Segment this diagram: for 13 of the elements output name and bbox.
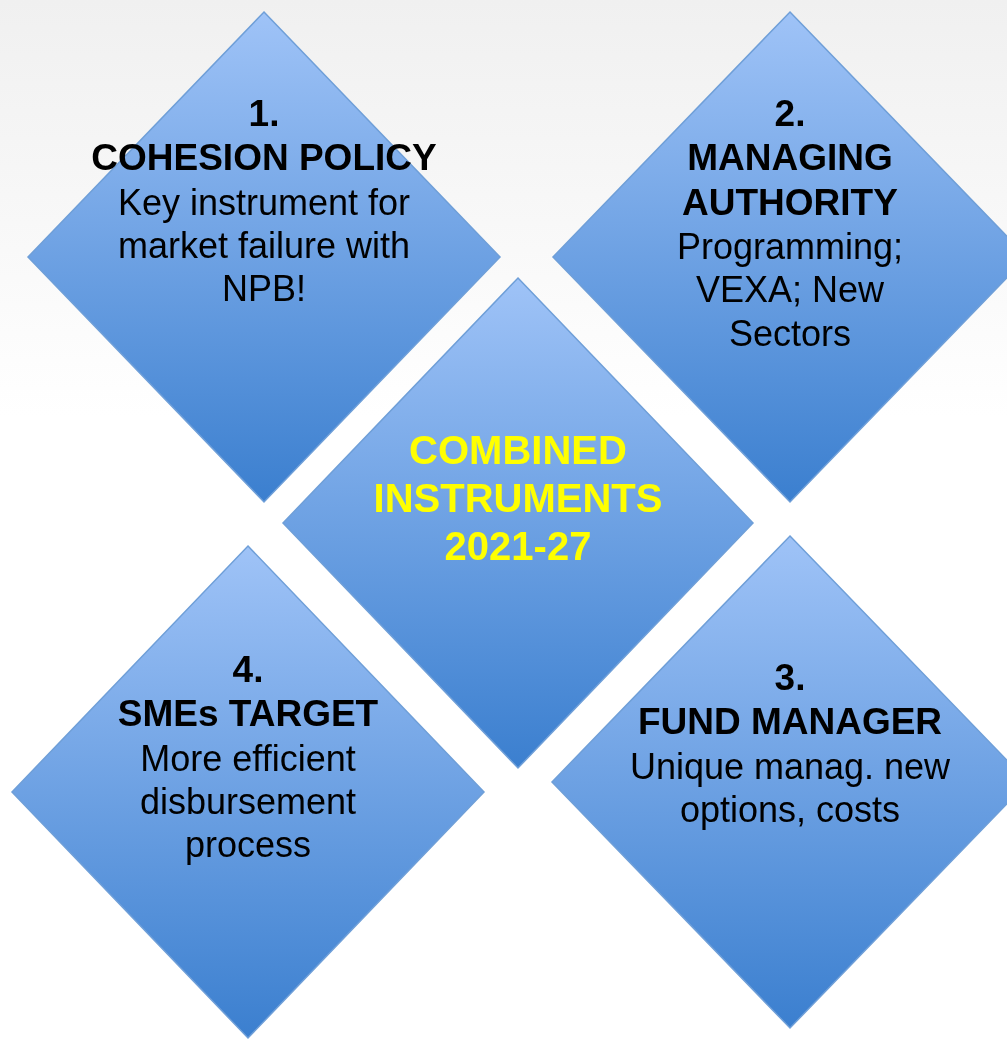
heading-text: COHESION POLICY <box>91 136 437 181</box>
body-text: More efficient disbursement process <box>138 736 358 867</box>
step-number: 1. <box>248 92 280 136</box>
step-number: 4. <box>232 648 264 692</box>
heading-text: MANAGING AUTHORITY <box>681 136 899 225</box>
center-title: COMBINED INSTRUMENTS 2021-27 <box>372 427 664 570</box>
heading-text: FUND MANAGER <box>637 700 943 745</box>
body-text: Programming; VEXA; New Sectors <box>675 225 905 355</box>
body-text: Unique manag. new options, costs <box>628 744 952 832</box>
heading-text: SMEs TARGET <box>117 692 379 737</box>
step-number: 3. <box>774 656 806 700</box>
step-number: 2. <box>774 92 806 136</box>
body-text: Key instrument for market failure with NPB! <box>116 180 412 311</box>
